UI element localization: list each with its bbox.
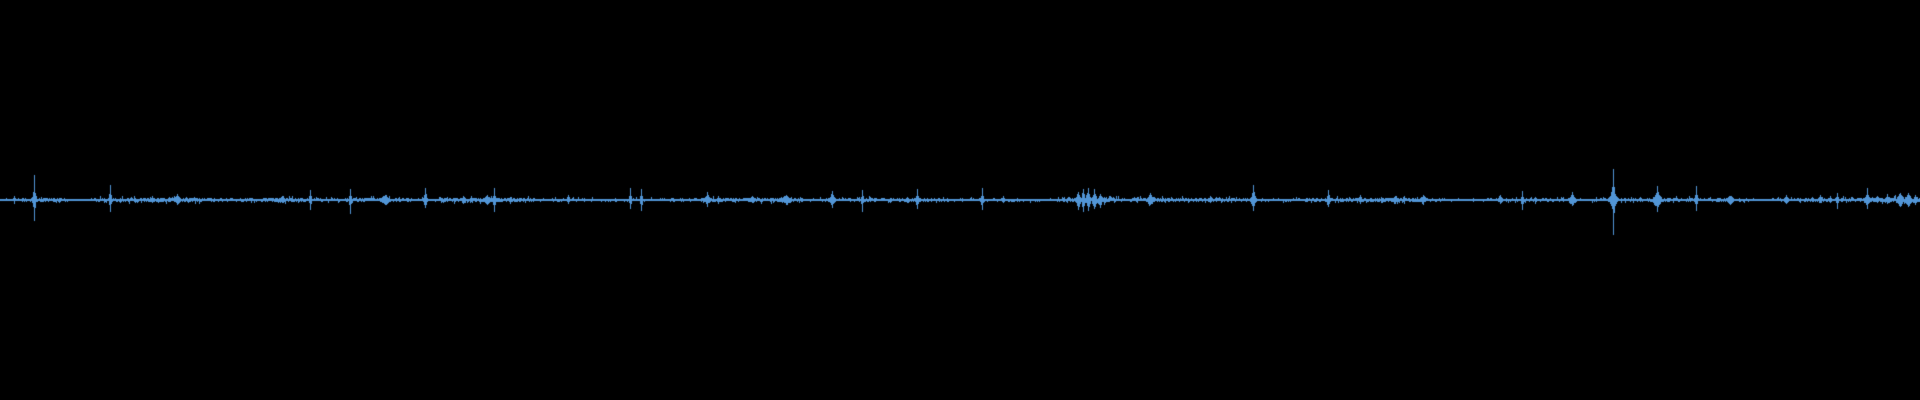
audio-waveform-canvas	[0, 0, 1920, 400]
waveform-screen	[0, 0, 1920, 400]
